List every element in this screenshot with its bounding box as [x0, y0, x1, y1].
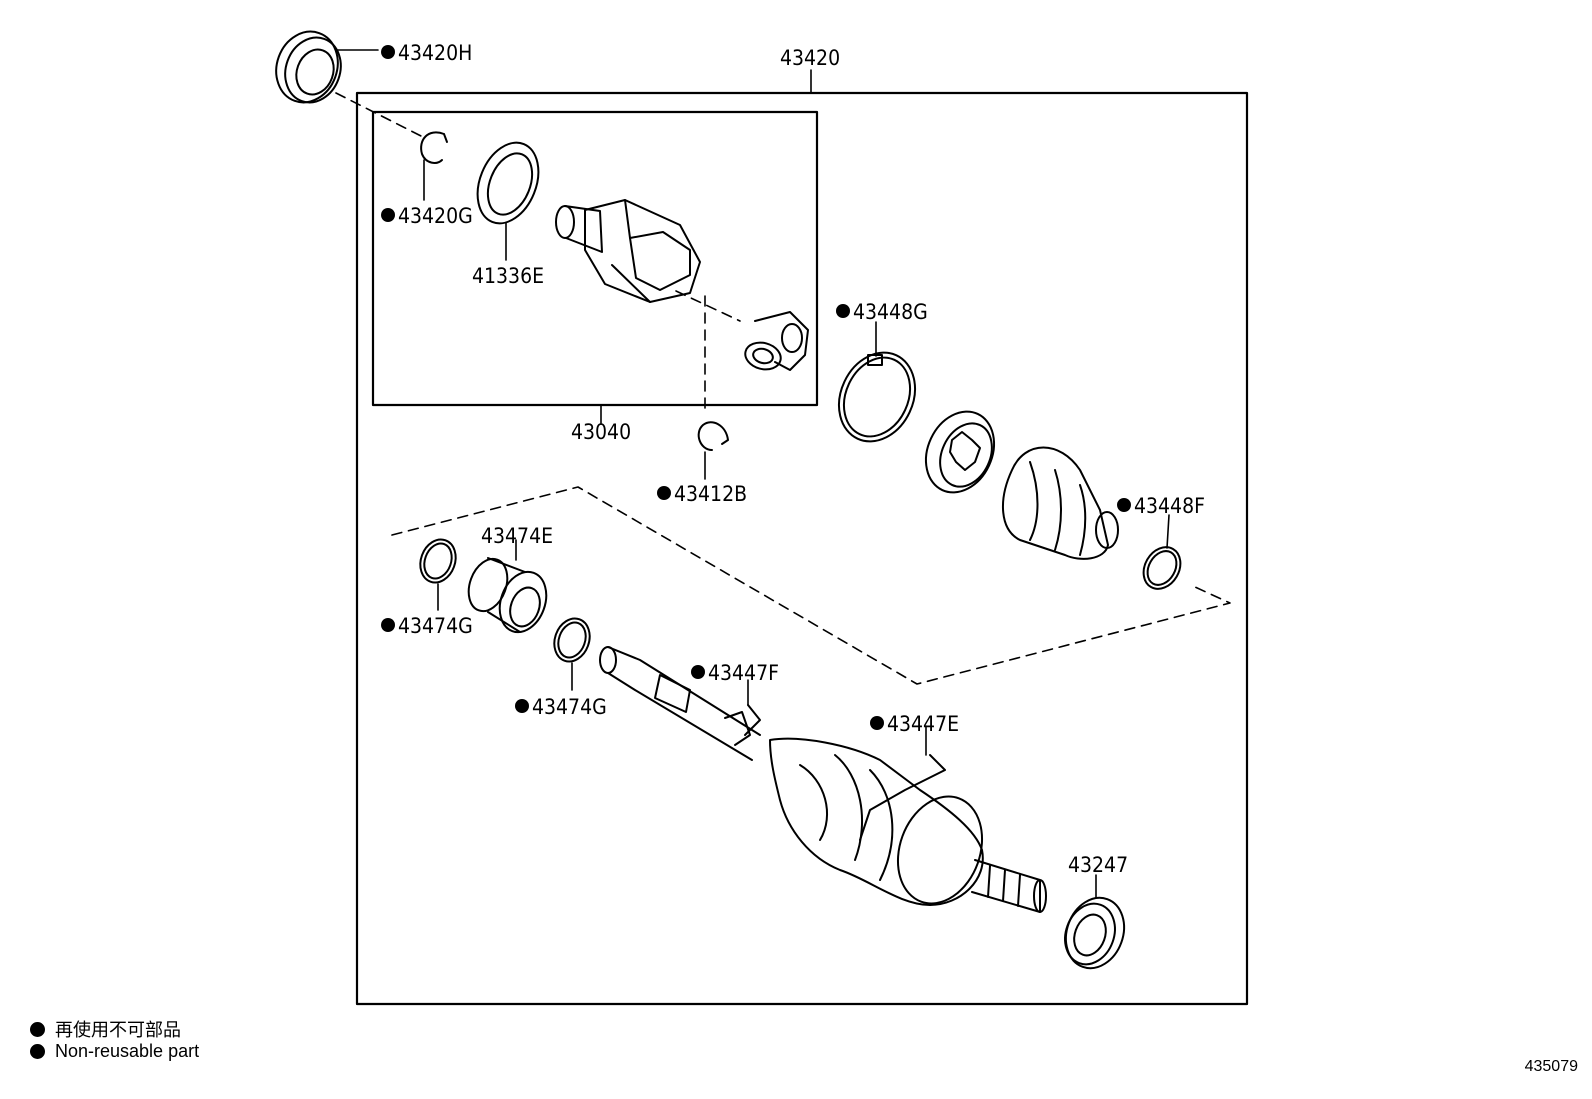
washer-41336E-icon	[476, 141, 540, 225]
non-reusable-markers	[381, 45, 1131, 730]
clamp-43447E-icon	[859, 754, 946, 841]
ring-43474G-right-icon	[553, 617, 591, 663]
label-43474G-left: 43474G	[398, 614, 473, 638]
label-43247: 43247	[1068, 853, 1128, 877]
snap-ring-43412B-icon	[697, 421, 729, 451]
assembly-43420-frame	[355, 91, 1249, 1006]
outboard-stub-shaft-icon	[971, 859, 1047, 913]
label-41336E: 41336E	[472, 264, 544, 288]
legend-dot-icon	[30, 1044, 45, 1059]
boot-adaptor-icon	[924, 410, 996, 494]
leader-lines	[336, 49, 1170, 899]
band-clamp-43448G-icon	[838, 351, 916, 443]
outboard-boot-icon	[769, 737, 984, 906]
damper-43474E-icon	[467, 557, 548, 634]
label-43420H: 43420H	[398, 41, 472, 65]
ring-43474G-left-icon	[419, 538, 457, 584]
label-43448G: 43448G	[853, 300, 928, 324]
legend-dot-icon	[30, 1021, 45, 1037]
label-43474G-right: 43474G	[532, 695, 607, 719]
legend-japanese: 再使用不可部品	[30, 1016, 181, 1042]
seal-43247-icon	[1064, 896, 1126, 970]
inboard-joint-housing-icon	[555, 199, 701, 303]
band-clamp-43448F-icon	[1142, 546, 1182, 590]
label-43447E: 43447E	[887, 712, 959, 736]
label-43420G: 43420G	[398, 204, 473, 228]
legend-english: Non-reusable part	[30, 1041, 199, 1062]
legend-japanese-text: 再使用不可部品	[55, 1020, 181, 1040]
illustration-number: 435079	[1524, 1058, 1578, 1075]
label-43474E: 43474E	[481, 524, 553, 548]
assembly-43040-frame	[371, 110, 819, 407]
clamp-43447F-icon	[744, 704, 761, 736]
label-43412B: 43412B	[674, 482, 747, 506]
drive-shaft-icon	[599, 646, 761, 761]
inboard-boot-icon	[1002, 446, 1119, 560]
label-43040: 43040	[571, 420, 631, 444]
label-43447F: 43447F	[708, 661, 779, 685]
label-43420: 43420	[780, 46, 840, 70]
label-43448F: 43448F	[1134, 494, 1205, 518]
tripod-icon	[744, 311, 809, 371]
seal-43420H-icon	[275, 30, 342, 104]
legend-english-text: Non-reusable part	[55, 1041, 200, 1061]
dashed-guide-lines	[335, 92, 1231, 685]
snap-ring-43420G-icon	[420, 131, 448, 164]
